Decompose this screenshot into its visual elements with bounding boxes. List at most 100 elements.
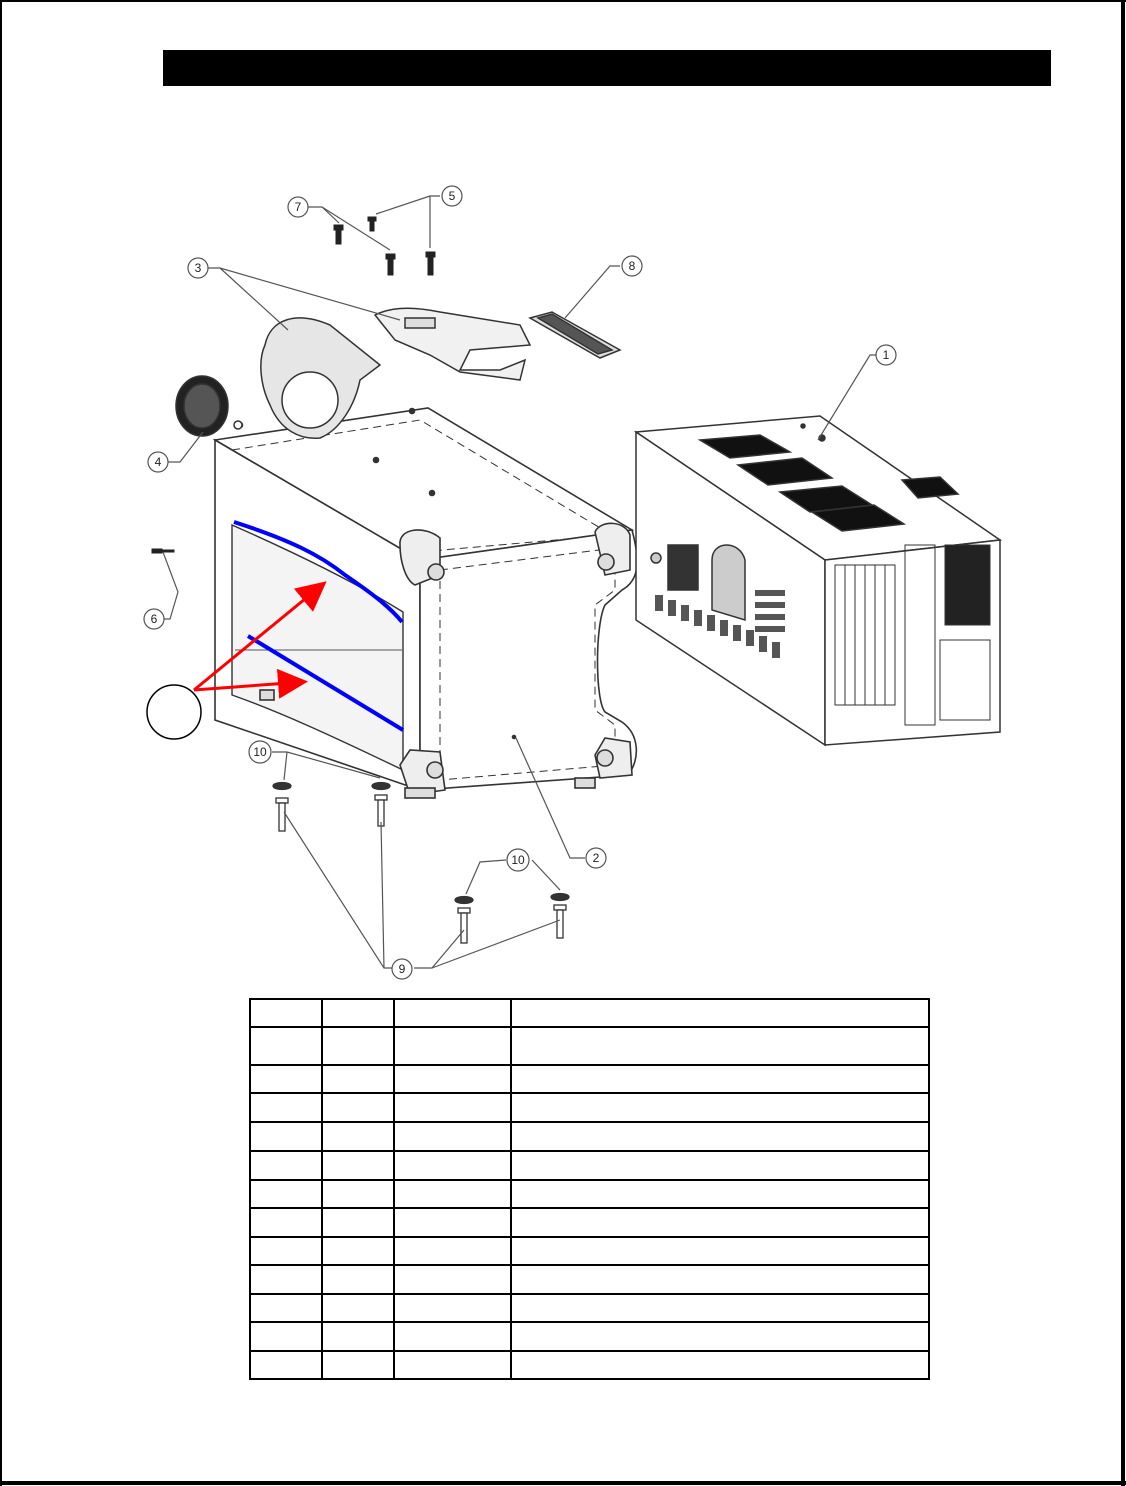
- outer-enclosure: [212, 407, 638, 799]
- svg-text:7: 7: [295, 200, 302, 214]
- table-cell: [249, 1150, 323, 1181]
- svg-text:1: 1: [883, 348, 890, 362]
- table-cell: [510, 1026, 930, 1066]
- svg-text:3: 3: [195, 261, 202, 275]
- table-cell: [393, 1026, 512, 1066]
- bottom-screws: [272, 781, 570, 944]
- table-cell: [393, 1121, 512, 1152]
- callout-6: 6: [143, 608, 165, 630]
- table-cell: [321, 1264, 395, 1295]
- table-cell: [321, 1150, 395, 1181]
- table-cell: [321, 1092, 395, 1123]
- parts-table: [249, 998, 930, 1380]
- callout-10b: 10: [506, 848, 530, 872]
- table-row: [249, 1207, 930, 1238]
- table-cell: [249, 1179, 323, 1209]
- annotation-arrows: [193, 581, 327, 699]
- table-cell: [510, 1179, 930, 1209]
- table-cell: [510, 1321, 930, 1352]
- table-cell: [249, 1236, 323, 1266]
- table-cell: [510, 1264, 930, 1295]
- highlight-lines: [233, 520, 405, 732]
- callout-2: 2: [585, 847, 607, 869]
- table-cell: [393, 1350, 512, 1380]
- table-cell: [510, 1064, 930, 1094]
- table-row: [249, 1064, 930, 1094]
- svg-text:4: 4: [155, 455, 162, 469]
- table-cell: [393, 1064, 512, 1094]
- table-cell: [393, 1179, 512, 1209]
- svg-text:8: 8: [629, 259, 636, 273]
- table-cell: [249, 1064, 323, 1094]
- callout-7: 7: [287, 196, 309, 218]
- svg-text:9: 9: [399, 962, 406, 976]
- top-strip: [528, 311, 622, 359]
- table-cell: [393, 1236, 512, 1266]
- table-cell: [393, 1264, 512, 1295]
- table-cell: [321, 1321, 395, 1352]
- title-bar: [163, 50, 1051, 86]
- table-cell: [510, 1092, 930, 1123]
- callout-5: 5: [441, 185, 463, 207]
- callout-10a: 10: [248, 740, 272, 764]
- table-row: [249, 1321, 930, 1352]
- table-cell: [393, 1092, 512, 1123]
- annotation-marker: [146, 684, 202, 740]
- table-cell: [321, 1064, 395, 1094]
- frame-top-edge: [0, 0, 1126, 2]
- table-cell: [510, 1293, 930, 1323]
- table-row: [249, 1293, 930, 1323]
- table-cell: [321, 1293, 395, 1323]
- callout-3: 3: [187, 257, 209, 279]
- svg-text:2: 2: [593, 851, 600, 865]
- table-cell: [393, 1150, 512, 1181]
- table-cell: [249, 1092, 323, 1123]
- table-row: [249, 1264, 930, 1295]
- frame-right-edge: [1121, 0, 1125, 1486]
- table-cell: [321, 1236, 395, 1266]
- table-row: [249, 1121, 930, 1152]
- exploded-view-diagram: 1 2 3 4 5 6 7 8: [143, 185, 1003, 980]
- table-cell: [510, 1121, 930, 1152]
- table-cell: [249, 1121, 323, 1152]
- table-cell: [510, 1350, 930, 1380]
- table-cell: [321, 1350, 395, 1380]
- table-cell: [321, 1207, 395, 1238]
- badge-plate: [175, 375, 243, 437]
- table-header-cell: [249, 998, 323, 1028]
- table-header-cell: [393, 998, 512, 1028]
- top-screws: [151, 216, 436, 554]
- svg-text:5: 5: [449, 189, 456, 203]
- table-cell: [393, 1293, 512, 1323]
- table-cell: [510, 1150, 930, 1181]
- table-cell: [321, 1026, 395, 1066]
- table-cell: [510, 1207, 930, 1238]
- table-cell: [249, 1264, 323, 1295]
- svg-text:10: 10: [511, 853, 525, 867]
- table-cell: [393, 1207, 512, 1238]
- table-cell: [321, 1179, 395, 1209]
- table-cell: [249, 1293, 323, 1323]
- table-header-cell: [321, 998, 395, 1028]
- frame-bottom-edge: [0, 1481, 1126, 1485]
- callout-1: 1: [875, 344, 897, 366]
- callout-4: 4: [147, 451, 169, 473]
- table-cell: [321, 1121, 395, 1152]
- table-header-row: [249, 998, 930, 1028]
- table-row: [249, 1150, 930, 1181]
- table-row: [249, 1092, 930, 1123]
- table-cell: [393, 1321, 512, 1352]
- table-cell: [249, 1207, 323, 1238]
- svg-text:6: 6: [151, 612, 158, 626]
- table-row: [249, 1236, 930, 1266]
- table-cell: [249, 1350, 323, 1380]
- table-cell: [249, 1026, 323, 1066]
- frame-left-edge: [0, 0, 2, 1486]
- handle-assembly: [260, 307, 532, 439]
- table-header-cell: [510, 998, 930, 1028]
- table-cell: [510, 1236, 930, 1266]
- svg-text:10: 10: [253, 745, 267, 759]
- callout-9: 9: [391, 958, 413, 980]
- callout-8: 8: [621, 255, 643, 277]
